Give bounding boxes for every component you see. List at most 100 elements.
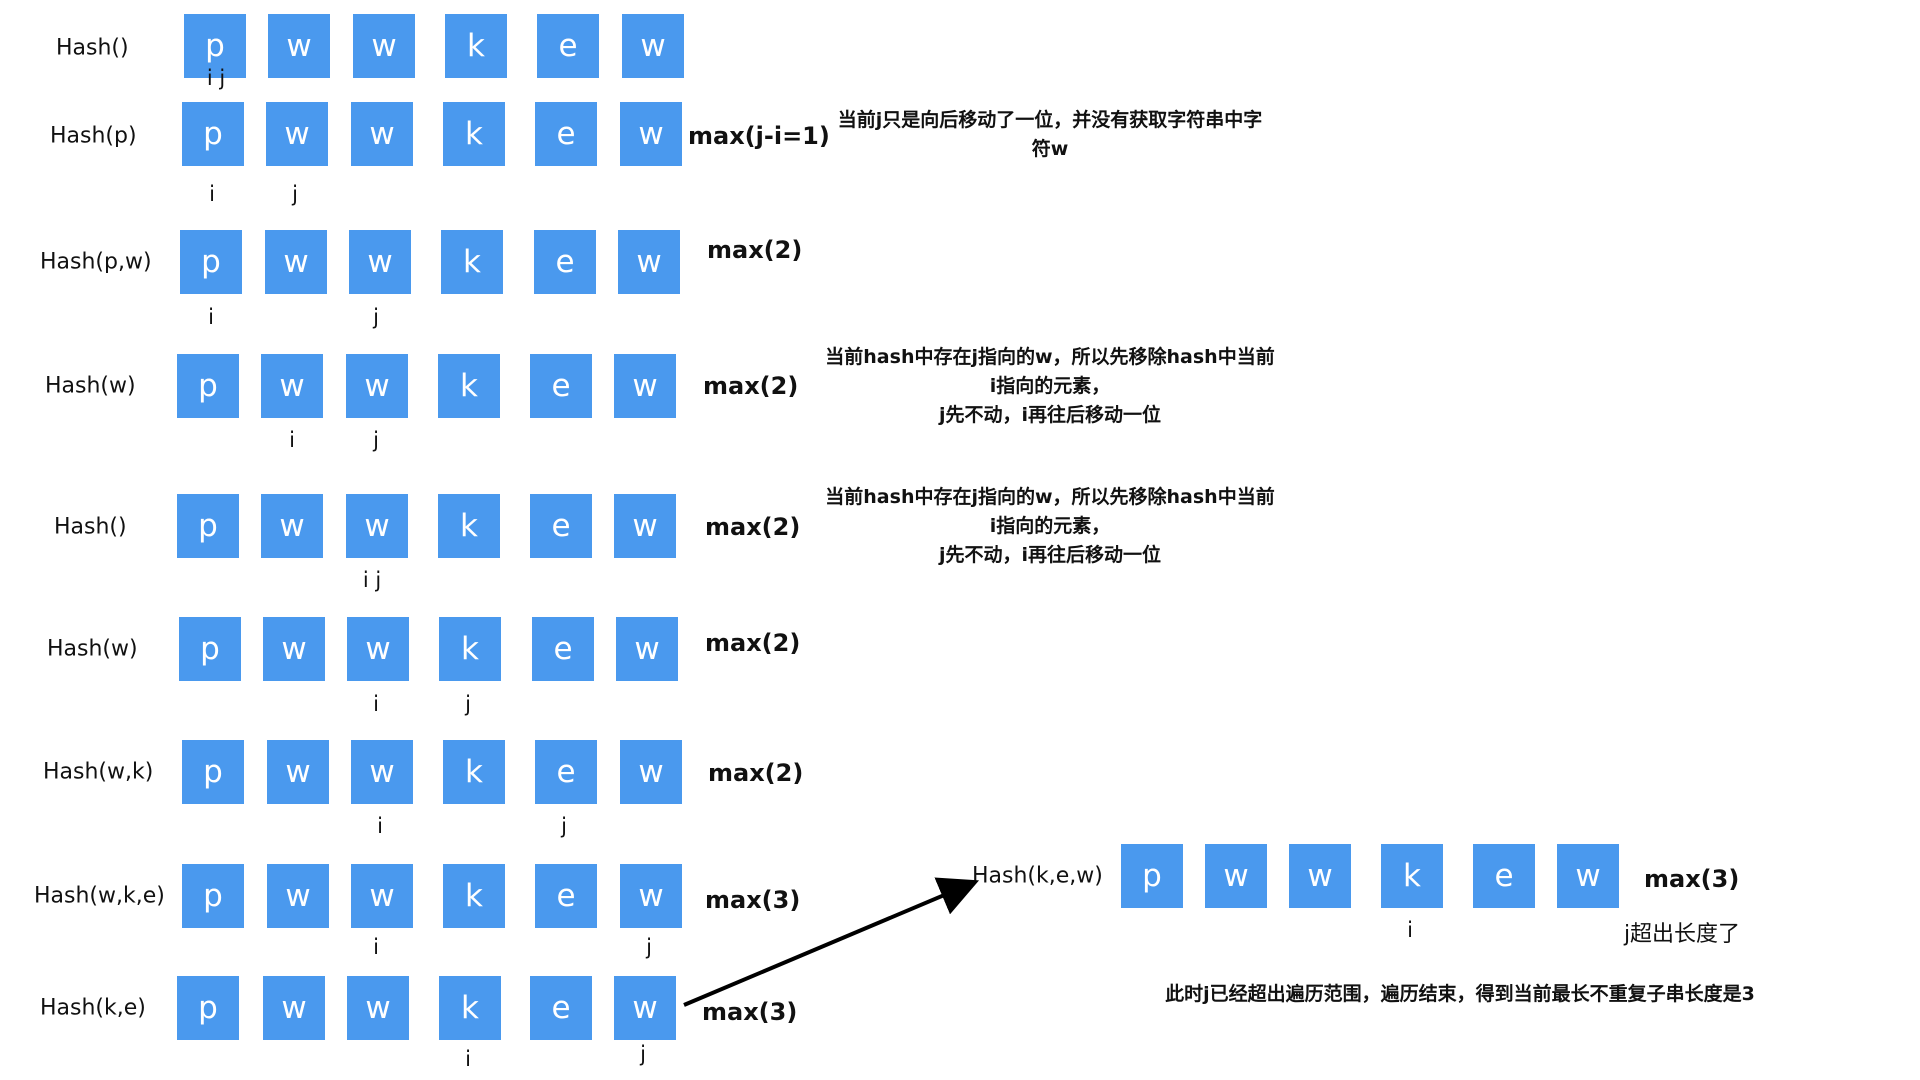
max-label: max(2) [705,629,801,657]
pointer-i: i [209,182,215,206]
pointer-i: i [1407,918,1413,942]
step-row-3: Hash(w) p w w k e w i j max(2) [0,0,1920,452]
char-cell: e [532,617,594,681]
step-row-1: Hash(p) p w w k e w i j max(j-i=1) [0,0,1920,206]
char-cell: w [261,354,323,418]
char-cell: p [177,494,239,558]
char-cell: w [267,740,329,804]
j-overflow-note: j超出长度了 [1623,922,1741,947]
hash-label: Hash(p) [50,123,137,149]
char-cell: w [1289,844,1351,908]
hash-label: Hash() [54,514,127,540]
char-cell: p [177,354,239,418]
char-cell: p [182,864,244,928]
char-cell: e [1473,844,1535,908]
char-cell: k [443,740,505,804]
char-cell: w [622,14,684,78]
char-cell: k [439,976,501,1040]
pointer-ij: i j [206,66,226,90]
pointer-i: i [377,814,383,838]
pointer-j: j [292,182,298,206]
pointer-j: j [640,1042,646,1066]
char-cell: w [267,864,329,928]
char-cell: w [620,740,682,804]
char-cell: e [530,494,592,558]
char-cell: e [530,354,592,418]
char-cell: w [620,864,682,928]
char-cell: w [263,976,325,1040]
char-cell: p [177,976,239,1040]
char-cell: e [535,740,597,804]
hash-label: Hash(w) [47,636,138,662]
note-4: 此时j已经超出遍历范围，遍历结束，得到当前最长不重复子串长度是3 [1165,983,1755,1005]
char-cell: k [445,14,507,78]
hash-label: Hash(p,w) [40,249,152,275]
max-label: max(2) [705,513,801,541]
char-cell: w [1557,844,1619,908]
char-cell: w [346,354,408,418]
hash-label: Hash(k,e) [40,995,146,1021]
char-cell: w [614,976,676,1040]
pointer-j: j [646,935,652,959]
char-cell: e [537,14,599,78]
char-cell: k [443,102,505,166]
char-cell: k [438,494,500,558]
char-cell: w [1205,844,1267,908]
char-cell: w [351,740,413,804]
hash-label: Hash(w,k,e) [34,883,165,909]
char-cell: k [1381,844,1443,908]
step-row-6: Hash(w,k) p w w k e w i j max(2) [0,0,1920,838]
max-label: max(2) [708,759,804,787]
step-row-5: Hash(w) p w w k e w i j max(2) [0,0,1920,716]
char-cell: w [353,14,415,78]
char-cell: k [441,230,503,294]
pointer-j: j [373,305,379,329]
char-cell: e [530,976,592,1040]
char-cell: k [438,354,500,418]
pointer-i: i [373,935,379,959]
char-cell: k [443,864,505,928]
char-cell: w [614,354,676,418]
char-cell: w [349,230,411,294]
final-row: Hash(k,e,w) p w w k e w i j超出长度了 max(3) [0,0,1920,947]
char-cell: p [1121,844,1183,908]
step-row-2: Hash(p,w) p w w k e w i j max(2) [0,0,1920,329]
pointer-i: i [289,428,295,452]
char-cell: w [268,14,330,78]
char-cell: w [347,976,409,1040]
char-cell: e [535,102,597,166]
step-row-7: Hash(w,k,e) p w w k e w i j max(3) [0,0,1920,959]
char-cell: w [346,494,408,558]
char-cell: e [535,864,597,928]
max-label: max(j-i=1) [688,122,830,150]
pointer-j: j [561,814,567,838]
char-cell: w [266,102,328,166]
char-cell: e [534,230,596,294]
hash-label: Hash(k,e,w) [972,863,1103,889]
hash-label: Hash() [56,35,129,61]
char-cell: p [182,102,244,166]
note-1: 当前j只是向后移动了一位，并没有获取字符串中字 符w [837,109,1263,160]
char-cell: w [265,230,327,294]
max-label: max(3) [1644,865,1740,893]
char-cell: w [347,617,409,681]
char-cell: w [351,102,413,166]
char-cell: p [182,740,244,804]
char-cell: w [618,230,680,294]
char-cell: w [620,102,682,166]
note-2: 当前hash中存在j指向的w，所以先移除hash中当前 i指向的元素， j先不动… [825,346,1275,426]
max-label: max(2) [707,236,803,264]
char-cell: w [261,494,323,558]
max-label: max(2) [703,372,799,400]
step-row-0: Hash() p w w k e w i j [0,0,1920,110]
pointer-i: i [208,305,214,329]
pointer-i: i [373,692,379,716]
hash-label: Hash(w,k) [43,759,154,785]
char-cell: w [616,617,678,681]
pointer-j: j [465,692,471,716]
char-cell: w [351,864,413,928]
pointer-i: i [465,1047,471,1071]
max-label: max(3) [702,998,798,1026]
